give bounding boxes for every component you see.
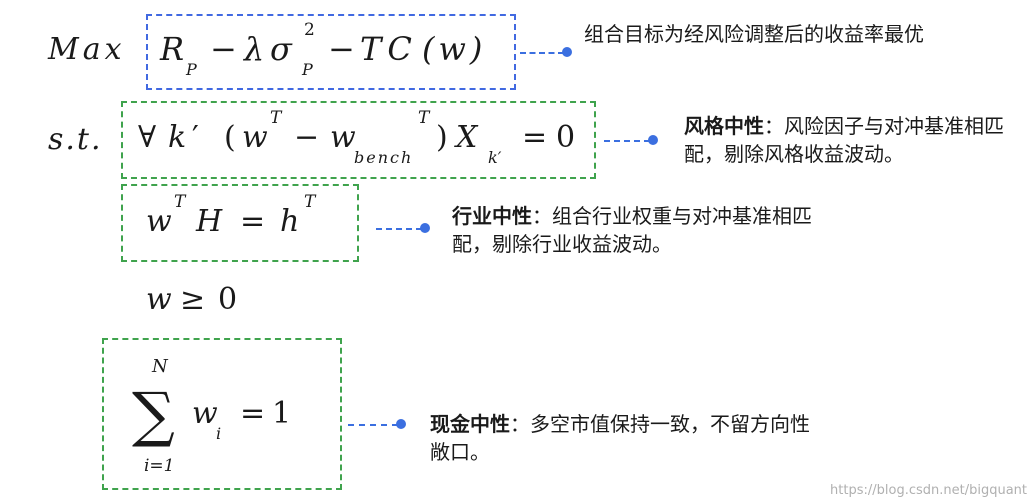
style-minus: − — [294, 120, 320, 155]
nonneg-geq: ≥ — [180, 282, 206, 317]
style-dot — [648, 135, 658, 145]
objective-sigma: σ — [270, 30, 292, 68]
industry-H: H — [196, 204, 223, 239]
style-w2-sup: T — [418, 108, 430, 128]
style-note-title: 风格中性 — [684, 114, 764, 138]
objective-box — [146, 14, 516, 90]
industry-eq: = — [240, 204, 266, 239]
objective-note: 组合目标为经风险调整后的收益率最优 — [584, 22, 924, 46]
objective-arg: (w) — [422, 30, 487, 68]
industry-note: 行业中性：组合行业权重与对冲基准相匹配，剔除行业收益波动。 — [452, 202, 812, 258]
cash-note-title: 现金中性 — [430, 412, 510, 436]
industry-formula: w T H = h T — [146, 192, 346, 254]
max-label: Max — [48, 32, 126, 67]
objective-formula: R P − λ σ 2 P − TC (w) — [160, 20, 510, 80]
style-constraint-box — [121, 101, 596, 179]
objective-sigma-sup: 2 — [304, 20, 315, 40]
style-lparen: ( — [224, 120, 236, 155]
cash-eq: = — [240, 396, 266, 431]
objective-R: R — [160, 30, 185, 68]
style-w: w — [242, 120, 268, 155]
cash-connector — [348, 424, 398, 426]
objective-connector — [520, 52, 564, 54]
industry-note-title: 行业中性 — [452, 204, 532, 228]
cash-upper: N — [152, 356, 168, 377]
style-rparen: ) — [436, 120, 448, 155]
style-k: k — [168, 120, 187, 155]
industry-w-sup: T — [174, 192, 186, 212]
style-connector — [604, 140, 650, 142]
industry-constraint-box — [121, 184, 359, 262]
cash-formula: N ∑ i=1 w i = 1 — [130, 352, 330, 482]
industry-note-body: ：组合行业权重与对冲基准相匹配，剔除行业收益波动。 — [452, 204, 812, 256]
objective-TC: TC — [360, 30, 418, 68]
style-note-body: ：风险因子与对冲基准相匹配，剔除风格收益波动。 — [684, 114, 1004, 166]
cash-note: 现金中性：多空市值保持一致，不留方向性敞口。 — [430, 410, 820, 466]
industry-h: h — [280, 204, 300, 239]
style-w2-sub: bench — [354, 148, 414, 167]
style-formula: ∀ k ′ ( w T − w bench T ) X k′ = 0 — [138, 108, 588, 170]
style-prime: ′ — [192, 120, 199, 155]
style-zero: 0 — [556, 120, 576, 155]
objective-sigma-sub: P — [302, 60, 313, 79]
industry-connector — [376, 228, 422, 230]
style-eq: = — [522, 120, 548, 155]
style-X-sub: k′ — [488, 148, 502, 167]
objective-R-sub: P — [186, 60, 197, 79]
cash-constraint-box — [102, 338, 342, 490]
nonneg-zero: 0 — [218, 282, 238, 317]
cash-one: 1 — [272, 396, 292, 431]
nonneg-w: w — [146, 282, 172, 317]
industry-h-sup: T — [304, 192, 316, 212]
style-note: 风格中性：风险因子与对冲基准相匹配，剔除风格收益波动。 — [684, 112, 1029, 168]
st-label: s.t. — [48, 122, 103, 157]
objective-lambda: λ — [244, 30, 265, 68]
style-w2: w — [330, 120, 356, 155]
cash-dot — [396, 419, 406, 429]
nonneg-formula: w ≥ 0 — [146, 282, 266, 326]
cash-w-sub: i — [216, 424, 222, 443]
industry-dot — [420, 223, 430, 233]
cash-note-body: ：多空市值保持一致，不留方向性敞口。 — [430, 412, 810, 464]
style-forall: ∀ — [138, 120, 157, 155]
cash-lower: i=1 — [144, 456, 175, 476]
style-X: X — [456, 120, 478, 155]
cash-w: w — [192, 396, 218, 431]
cash-sum: ∑ — [132, 380, 175, 450]
industry-w: w — [146, 204, 172, 239]
objective-minus1: − — [210, 30, 237, 68]
watermark: https://blog.csdn.net/bigquant — [830, 483, 1027, 498]
style-w-sup: T — [270, 108, 282, 128]
objective-dot — [562, 47, 572, 57]
objective-minus2: − — [328, 30, 355, 68]
